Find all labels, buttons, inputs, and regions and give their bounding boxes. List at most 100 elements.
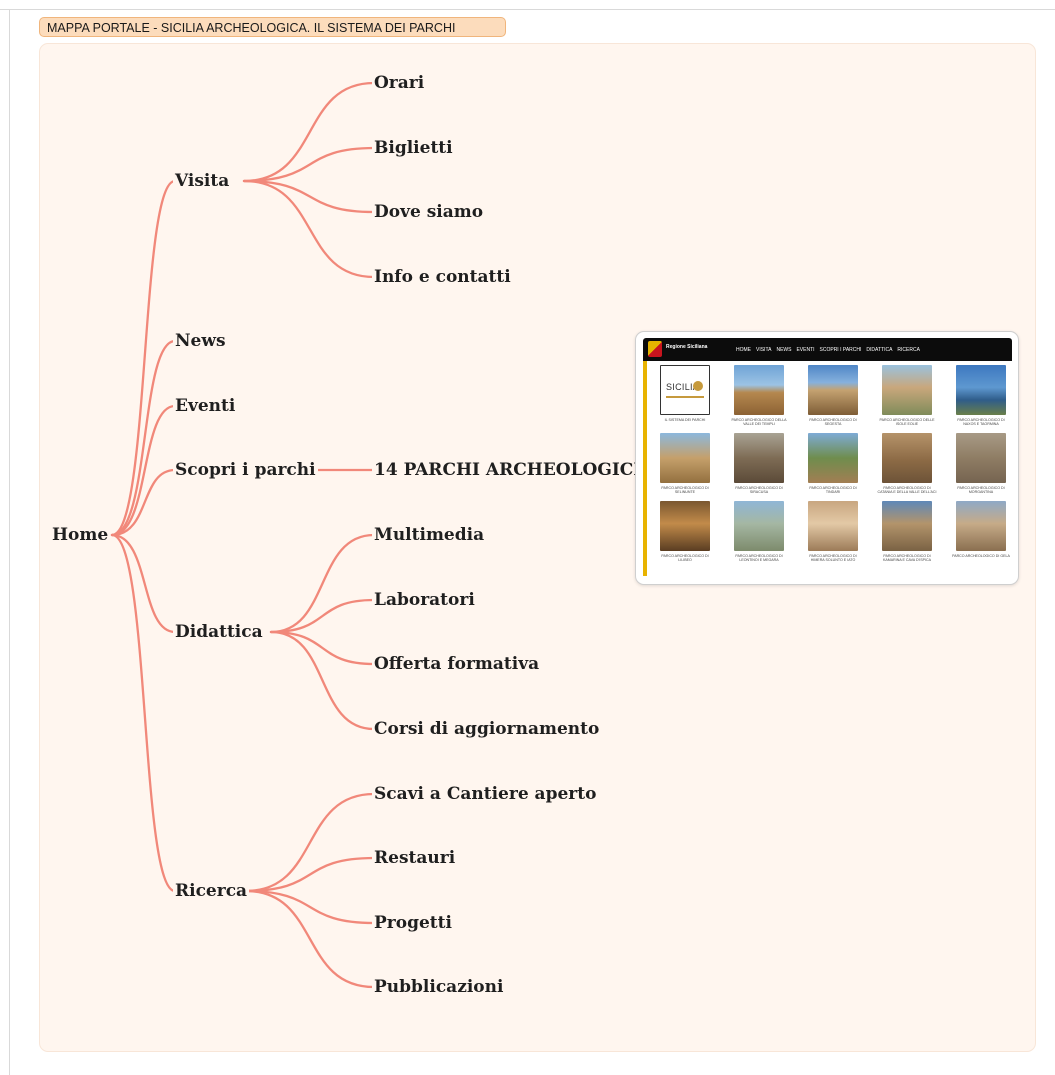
park-caption: PARCO ARCHEOLOGICO DI LILIBEO — [661, 554, 709, 563]
node-restauri[interactable]: Restauri — [372, 847, 458, 869]
preview-nav-item: EVENTI — [796, 347, 815, 353]
park-card: PARCO ARCHEOLOGICO DI LILIBEO — [655, 501, 715, 563]
link-home-visita — [110, 179, 177, 537]
link-ricerca-restauri — [244, 856, 376, 893]
node-dove-siamo[interactable]: Dove siamo — [372, 201, 486, 223]
park-card: PARCO ARCHEOLOGICO DI HIMERA SOLUNTO E I… — [803, 501, 863, 563]
parks-grid: SICILIA IL SISTEMA DEI PARCHI PARCO ARCH… — [655, 365, 1011, 563]
park-photo — [882, 501, 932, 551]
park-card: PARCO ARCHEOLOGICO DI LEONTINOI E MEGARA — [729, 501, 789, 563]
node-biglietti[interactable]: Biglietti — [372, 137, 455, 159]
link-home-scopri — [110, 468, 177, 537]
park-photo — [734, 433, 784, 483]
node-scavi[interactable]: Scavi a Cantiere aperto — [372, 783, 599, 805]
sicilia-logo-image: SICILIA — [660, 365, 710, 415]
park-caption: IL SISTEMA DEI PARCHI — [664, 418, 706, 422]
preview-nav-item: HOME — [736, 347, 751, 353]
link-home-didattica — [110, 533, 177, 634]
park-card: PARCO ARCHEOLOGICO DI SEGESTA — [803, 365, 863, 427]
node-corsi-aggiornamento[interactable]: Corsi di aggiornamento — [372, 718, 602, 740]
park-caption: PARCO ARCHEOLOGICO DELLE ISOLE EOLIE — [879, 418, 935, 427]
park-card: PARCO ARCHEOLOGICO DI KAMARINA E CAVA D'… — [877, 501, 937, 563]
node-14-parchi[interactable]: 14 PARCHI ARCHEOLOGICI — [372, 459, 644, 481]
park-caption: PARCO ARCHEOLOGICO DI MORGANTINA — [957, 486, 1005, 495]
node-visita[interactable]: Visita — [173, 170, 232, 192]
park-caption: PARCO ARCHEOLOGICO DI SEGESTA — [809, 418, 857, 427]
park-caption: PARCO ARCHEOLOGICO DI KAMARINA E CAVA D'… — [882, 554, 932, 563]
park-photo — [808, 365, 858, 415]
link-ricerca-scavi — [244, 792, 376, 893]
link-visita-biglietti — [242, 146, 376, 183]
node-progetti[interactable]: Progetti — [372, 912, 454, 934]
node-news[interactable]: News — [173, 330, 228, 352]
park-photo — [956, 501, 1006, 551]
park-photo — [660, 501, 710, 551]
link-visita-orari — [242, 81, 376, 183]
park-card: PARCO ARCHEOLOGICO DI TINDARI — [803, 433, 863, 495]
link-didattica-multimedia — [269, 533, 376, 634]
link-ricerca-progetti — [244, 889, 376, 925]
park-photo — [808, 433, 858, 483]
park-photo — [882, 365, 932, 415]
park-card: PARCO ARCHEOLOGICO DI MORGANTINA — [951, 433, 1011, 495]
link-visita-dove — [242, 179, 376, 214]
preview-nav: HOME VISITA NEWS EVENTI SCOPRI I PARCHI … — [736, 347, 920, 353]
link-ricerca-pubblicazioni — [244, 889, 376, 989]
region-logo-icon — [648, 341, 662, 357]
node-eventi[interactable]: Eventi — [173, 395, 238, 417]
park-caption: PARCO ARCHEOLOGICO DI SELINUNTE — [661, 486, 709, 495]
node-home[interactable]: Home — [50, 524, 111, 546]
park-card: PARCO ARCHEOLOGICO DI SIRACUSA — [729, 433, 789, 495]
map-title-tab[interactable]: MAPPA PORTALE - SICILIA ARCHEOLOGICA. IL… — [39, 17, 506, 37]
park-card: PARCO ARCHEOLOGICO DI GELA — [951, 501, 1011, 563]
park-card: PARCO ARCHEOLOGICO DI NAXOS E TAORMINA — [951, 365, 1011, 427]
link-home-eventi — [110, 404, 177, 537]
window-top-border — [0, 9, 1055, 10]
node-laboratori[interactable]: Laboratori — [372, 589, 477, 611]
park-photo — [734, 501, 784, 551]
node-offerta-formativa[interactable]: Offerta formativa — [372, 653, 542, 675]
link-didattica-laboratori — [269, 598, 376, 634]
park-card: PARCO ARCHEOLOGICO DI CATANIA E DELLA VA… — [877, 433, 937, 495]
preview-accent-bar — [643, 361, 647, 576]
node-scopri-i-parchi[interactable]: Scopri i parchi — [173, 459, 318, 481]
node-info-e-contatti[interactable]: Info e contatti — [372, 266, 513, 288]
node-pubblicazioni[interactable]: Pubblicazioni — [372, 976, 506, 998]
preview-nav-item: RICERCA — [897, 347, 920, 353]
park-caption: PARCO ARCHEOLOGICO DI CATANIA E DELLA VA… — [877, 486, 937, 495]
link-didattica-offerta — [269, 630, 376, 666]
preview-nav-item: VISITA — [756, 347, 772, 353]
park-photo — [882, 433, 932, 483]
node-didattica[interactable]: Didattica — [173, 621, 265, 643]
preview-nav-item: DIDATTICA — [866, 347, 893, 353]
park-caption: PARCO ARCHEOLOGICO DI GELA — [952, 554, 1010, 558]
preview-nav-item: SCOPRI I PARCHI — [819, 347, 862, 353]
park-caption: PARCO ARCHEOLOGICO DI SIRACUSA — [735, 486, 783, 495]
link-home-news — [110, 339, 177, 537]
logo-text: SICILIA — [666, 382, 700, 392]
park-card: SICILIA IL SISTEMA DEI PARCHI — [655, 365, 715, 427]
park-photo — [660, 433, 710, 483]
coin-icon — [693, 381, 703, 391]
park-card: PARCO ARCHEOLOGICO DI SELINUNTE — [655, 433, 715, 495]
node-multimedia[interactable]: Multimedia — [372, 524, 487, 546]
park-caption: PARCO ARCHEOLOGICO DI TINDARI — [809, 486, 857, 495]
node-orari[interactable]: Orari — [372, 72, 427, 94]
parks-page-screenshot[interactable]: Regione Siciliana HOME VISITA NEWS EVENT… — [635, 331, 1019, 585]
park-caption: PARCO ARCHEOLOGICO DI NAXOS E TAORMINA — [957, 418, 1005, 427]
park-caption: PARCO ARCHEOLOGICO DI LEONTINOI E MEGARA — [735, 554, 783, 563]
logo-underline — [666, 396, 704, 398]
park-photo — [956, 365, 1006, 415]
window-left-border — [9, 9, 10, 1075]
preview-brand: Regione Siciliana — [666, 344, 708, 350]
park-photo — [734, 365, 784, 415]
link-didattica-corsi — [269, 630, 376, 731]
park-caption: PARCO ARCHEOLOGICO DI HIMERA SOLUNTO E I… — [809, 554, 857, 563]
park-photo — [808, 501, 858, 551]
park-card: PARCO ARCHEOLOGICO DELLA VALLE DEI TEMPL… — [729, 365, 789, 427]
node-ricerca[interactable]: Ricerca — [173, 880, 250, 902]
link-visita-info — [242, 179, 376, 279]
park-caption: PARCO ARCHEOLOGICO DELLA VALLE DEI TEMPL… — [731, 418, 787, 427]
link-home-ricerca — [110, 533, 177, 893]
